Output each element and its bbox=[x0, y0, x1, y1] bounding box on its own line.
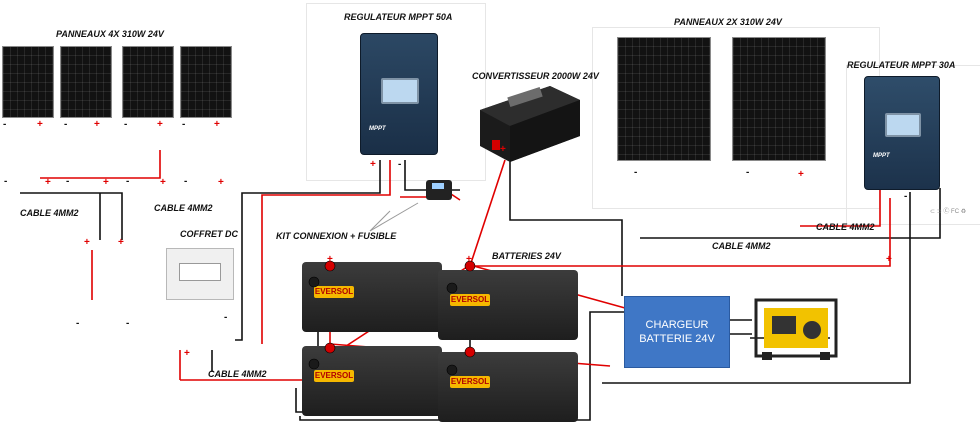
minus-marker: - bbox=[126, 176, 129, 187]
cable-bottom-label: CABLE 4MM2 bbox=[208, 369, 267, 379]
batteries-label: BATTERIES 24V bbox=[492, 251, 561, 261]
plus-marker: + bbox=[118, 237, 124, 248]
minus-marker: - bbox=[182, 119, 185, 130]
inverter-icon bbox=[470, 80, 584, 166]
plus-marker: + bbox=[160, 177, 166, 188]
regulator-30-frame bbox=[846, 65, 980, 225]
battery-3: EVERSOL bbox=[302, 346, 442, 416]
minus-marker: - bbox=[224, 312, 227, 323]
minus-marker: - bbox=[398, 159, 401, 170]
generator-icon bbox=[752, 290, 840, 364]
mppt-50-text: MPPT bbox=[369, 126, 386, 132]
minus-marker: - bbox=[64, 119, 67, 130]
mppt-50-screen bbox=[381, 78, 419, 104]
plus-marker: + bbox=[184, 348, 190, 359]
plus-marker: + bbox=[798, 169, 804, 180]
charger-line-1: CHARGEUR bbox=[645, 319, 709, 331]
minus-marker: - bbox=[124, 119, 127, 130]
solar-panel-2 bbox=[60, 46, 112, 118]
battery-label: EVERSOL bbox=[314, 286, 354, 298]
battery-label: EVERSOL bbox=[450, 376, 490, 388]
regulator-50-label: REGULATEUR MPPT 50A bbox=[344, 12, 453, 22]
plus-marker: + bbox=[886, 254, 892, 265]
fuse-window bbox=[432, 183, 444, 189]
plus-marker: + bbox=[214, 119, 220, 130]
solar-panel-1 bbox=[2, 46, 54, 118]
solar-panel-5 bbox=[617, 37, 711, 161]
mppt-30-text: MPPT bbox=[873, 153, 890, 159]
regulator-50-frame bbox=[306, 3, 486, 181]
plus-marker: + bbox=[218, 177, 224, 188]
kit-label: KIT CONNEXION + FUSIBLE bbox=[276, 231, 397, 241]
battery-label: EVERSOL bbox=[314, 370, 354, 382]
minus-marker: - bbox=[4, 176, 7, 187]
minus-marker: - bbox=[746, 167, 749, 178]
plus-marker: + bbox=[103, 177, 109, 188]
cable-right-label-1: CABLE 4MM2 bbox=[712, 241, 771, 251]
minus-marker: - bbox=[66, 176, 69, 187]
coffret-label: COFFRET DC bbox=[180, 229, 238, 239]
battery-charger: CHARGEUR BATTERIE 24V bbox=[624, 296, 730, 368]
minus-marker: - bbox=[126, 318, 129, 329]
battery-2: EVERSOL bbox=[438, 270, 578, 340]
plus-marker: + bbox=[157, 119, 163, 130]
plus-marker: + bbox=[370, 159, 376, 170]
mppt-30-controller-icon: MPPT bbox=[864, 76, 940, 190]
plus-marker: + bbox=[466, 254, 472, 265]
solar-panel-3 bbox=[122, 46, 174, 118]
plus-marker: + bbox=[37, 119, 43, 130]
plus-marker: + bbox=[94, 119, 100, 130]
minus-marker: - bbox=[3, 119, 6, 130]
fuse-icon bbox=[426, 180, 452, 200]
plus-marker: + bbox=[84, 237, 90, 248]
plus-marker: + bbox=[45, 177, 51, 188]
mppt-controller-icon: MPPT bbox=[360, 33, 438, 155]
panels-right-label: PANNEAUX 2X 310W 24V bbox=[674, 17, 782, 27]
regulator-30-label: REGULATEUR MPPT 30A bbox=[847, 60, 956, 70]
plus-marker: + bbox=[327, 254, 333, 265]
certification-logos: ⊂ ⊃ Ⓒ FC ♻ bbox=[930, 209, 967, 215]
minus-marker: - bbox=[634, 167, 637, 178]
solar-panel-6 bbox=[732, 37, 826, 161]
battery-4: EVERSOL bbox=[438, 352, 578, 422]
dc-box-icon bbox=[166, 248, 234, 300]
battery-1: EVERSOL bbox=[302, 262, 442, 332]
charger-line-2: BATTERIE 24V bbox=[639, 333, 715, 345]
mppt-30-screen bbox=[885, 113, 921, 137]
cable-left-label-2: CABLE 4MM2 bbox=[154, 203, 213, 213]
minus-marker: - bbox=[904, 191, 907, 202]
converter-label: CONVERTISSEUR 2000W 24V bbox=[472, 71, 599, 81]
minus-marker: - bbox=[184, 176, 187, 187]
cable-left-label-1: CABLE 4MM2 bbox=[20, 208, 79, 218]
minus-marker: - bbox=[76, 318, 79, 329]
battery-label: EVERSOL bbox=[450, 294, 490, 306]
panels-left-label: PANNEAUX 4X 310W 24V bbox=[56, 29, 164, 39]
solar-panel-4 bbox=[180, 46, 232, 118]
dc-box-breakers bbox=[179, 263, 221, 281]
plus-marker: + bbox=[500, 144, 506, 155]
cable-right-label-2: CABLE 4MM2 bbox=[816, 222, 875, 232]
